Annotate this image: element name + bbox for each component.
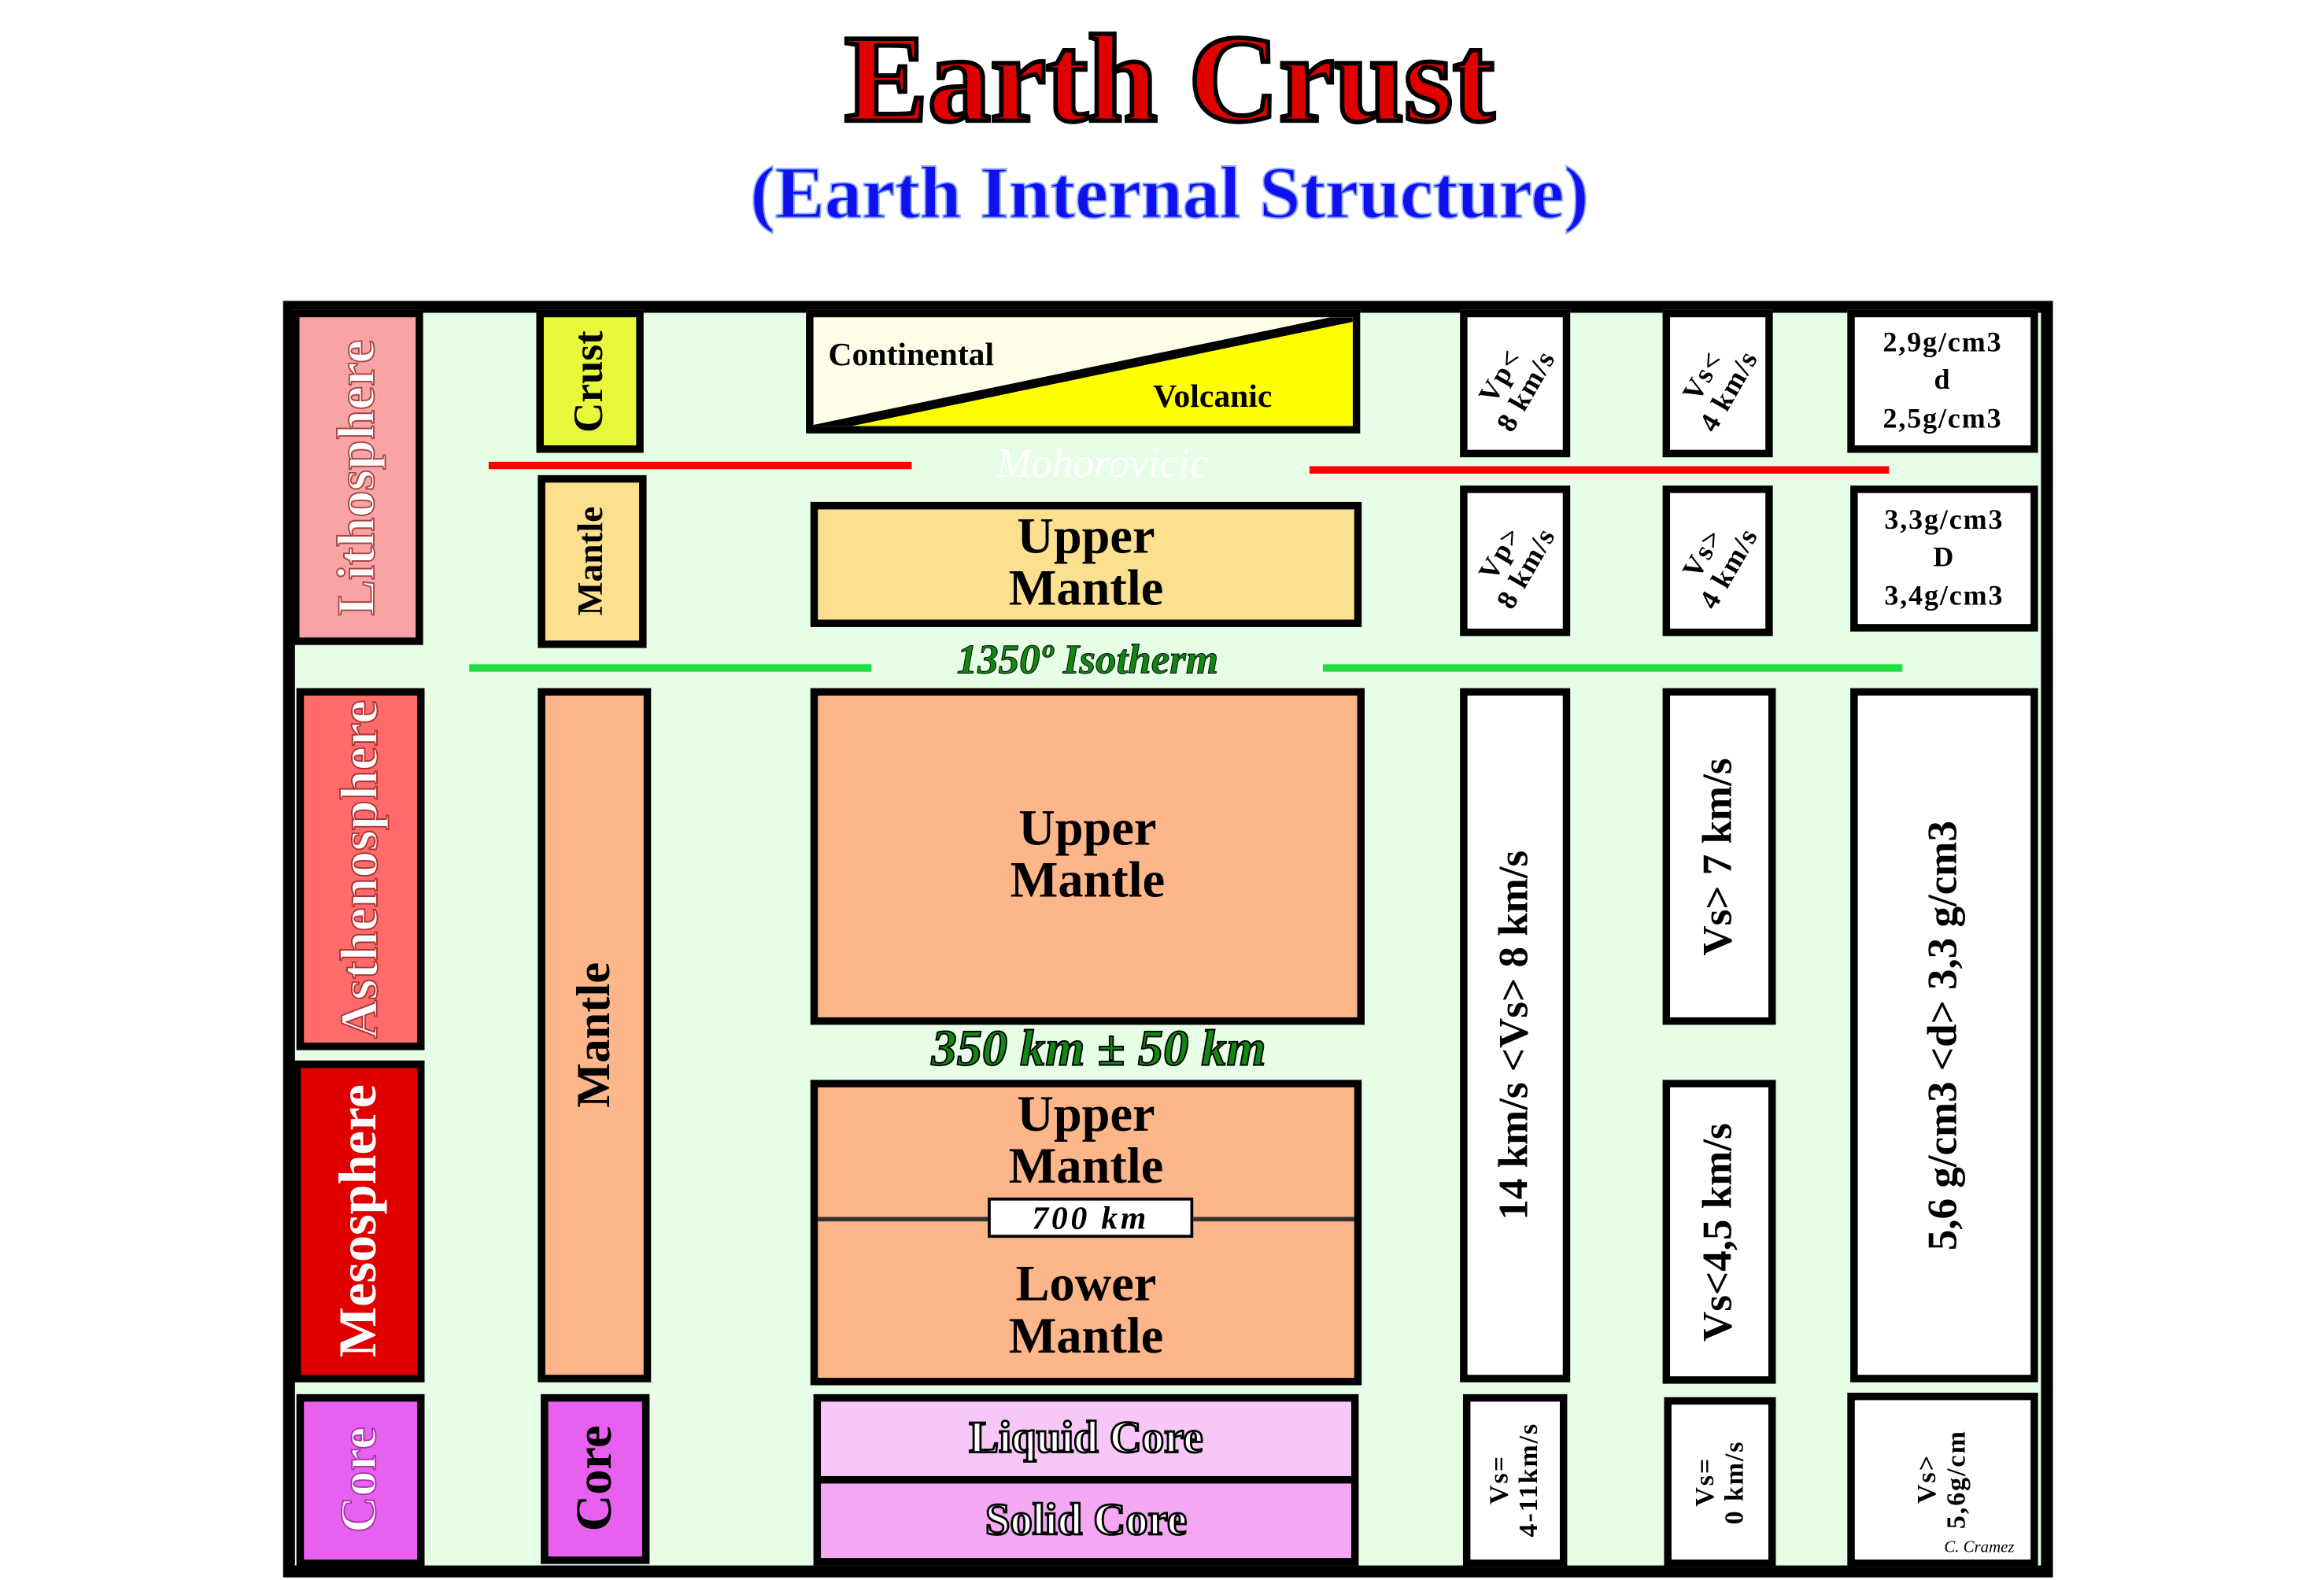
title: Earth Crust [842, 8, 1497, 151]
continental-label: Continental [828, 334, 995, 373]
asthenosphere-box: Asthenosphere [296, 688, 425, 1050]
density-core-box: Vs> 5,6g/cm [1847, 1392, 2038, 1567]
depth-700-label: 700 km [988, 1197, 1194, 1239]
solid-core-box: Solid Core [813, 1475, 1359, 1566]
vs-mantle-range-box: 14 km/s <Vs> 8 km/s [1460, 688, 1571, 1382]
moho-label: Mohorovicic [996, 441, 1209, 488]
liquid-core-box: Liquid Core [813, 1394, 1359, 1484]
vs-lith-mantle-box: Vs> 4 km/s [1662, 485, 1773, 637]
core-box-chemical: Core [541, 1394, 650, 1564]
vp-crust-box: Vp< 8 km/s [1460, 309, 1571, 458]
mesosphere-mantle-box: Upper Mantle 700 km Lower Mantle [810, 1080, 1362, 1386]
isotherm-line-right [1322, 664, 1903, 672]
volcanic-label: Volcanic [1153, 376, 1273, 415]
crust-type-box: Continental Volcanic [806, 309, 1361, 434]
isotherm-label: 1350º Isotherm [956, 637, 1219, 685]
upper-mantle-lith-box: Upper Mantle [810, 501, 1362, 627]
vs-crust-box: Vs< 4 km/s [1662, 309, 1773, 458]
isotherm-line-left [469, 664, 872, 672]
mantle-box: Mantle [538, 688, 652, 1382]
vs-asth-box: Vs> 7 km/s [1662, 688, 1776, 1025]
moho-line-right [1309, 466, 1890, 474]
upper-mantle-meso-label: Upper Mantle [1008, 1087, 1164, 1194]
moho-line-left [488, 461, 912, 470]
mesosphere-box: Mesosphere [293, 1060, 425, 1382]
vp-mantle-box: Vp> 8 km/s [1460, 485, 1571, 637]
lower-mantle-label: Lower Mantle [1008, 1257, 1164, 1364]
lithosphere-box: Lithosphere [292, 309, 423, 645]
crust-box: Crust [536, 309, 644, 453]
subtitle: (Earth Internal Structure) [749, 150, 1589, 234]
density-crust-box: 2,9g/cm3 d 2,5g/cm3 [1847, 309, 2038, 453]
upper-mantle-asth-box: Upper Mantle [810, 688, 1365, 1025]
density-lith-mantle-box: 3,3g/cm3 D 3,4g/cm3 [1850, 485, 2038, 632]
density-mantle-box: 5,6 g/cm3 <d> 3,3 g/cm3 [1850, 688, 2038, 1382]
core-box-mechanical: Core [296, 1394, 425, 1567]
vs-meso-box: Vs<4,5 km/s [1662, 1080, 1776, 1384]
volcanic-triangle [813, 317, 1353, 426]
depth-350-label: 350 km ± 50 km [931, 1021, 1267, 1078]
vs-liquid-core-box: Vs= 0 km/s [1664, 1397, 1776, 1567]
mantle-lith-box: Mantle [538, 474, 647, 648]
vs-core-box: Vs= 4-11km/s [1462, 1394, 1568, 1567]
author-credit: C. Cramez [1944, 1538, 2015, 1557]
